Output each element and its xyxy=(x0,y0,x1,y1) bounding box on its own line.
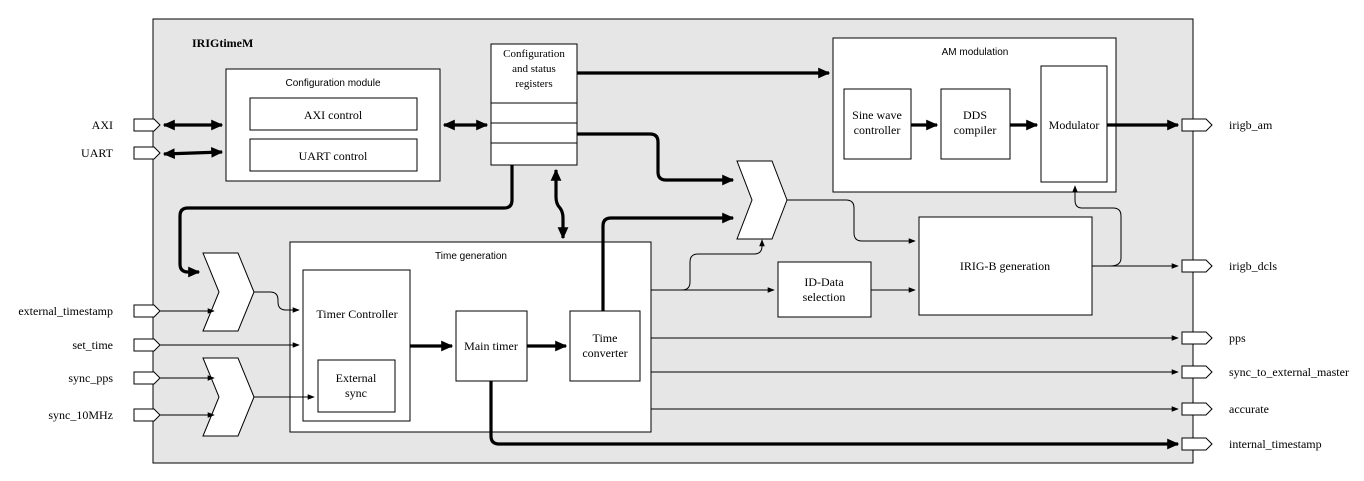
converter-to-mux-link xyxy=(601,212,735,311)
sync-source-mux xyxy=(202,357,255,437)
label-external-timestamp: external_timestamp xyxy=(18,304,113,318)
irigb-generation-label: IRIG-B generation xyxy=(960,259,1050,273)
port-external-timestamp xyxy=(133,304,161,318)
dds-compiler-label-2: compiler xyxy=(954,123,997,137)
config-status-registers-block xyxy=(490,43,578,166)
irigb-generation-to-modulator xyxy=(1072,185,1122,267)
config-status-label-1: Configuration xyxy=(503,48,565,60)
port-sync-to-external-master xyxy=(1181,365,1213,379)
irigb-generation-block xyxy=(918,216,1093,316)
time-converter-label-2: converter xyxy=(582,346,627,360)
label-internal-timestamp: internal_timestamp xyxy=(1229,437,1322,451)
port-irigb-dcls xyxy=(1181,259,1213,273)
label-set-time: set_time xyxy=(72,338,113,352)
time-converter-label-1: Time xyxy=(593,331,618,345)
irigb-source-mux xyxy=(736,160,788,240)
port-uart xyxy=(133,146,161,160)
axi-control-block xyxy=(249,97,418,131)
uart-link xyxy=(162,146,224,160)
external-sync-label-1: External xyxy=(336,371,377,385)
dds-compiler-label-1: DDS xyxy=(963,108,987,122)
label-axi: AXI xyxy=(92,118,113,132)
am-modulation-label: AM modulation xyxy=(942,47,1009,58)
label-accurate: accurate xyxy=(1229,402,1269,416)
main-timer-to-internal-timestamp-link xyxy=(489,381,1180,450)
port-set-time xyxy=(133,338,161,352)
registers-to-timestamp-mux-link xyxy=(178,165,514,278)
external-sync-block xyxy=(317,359,396,413)
port-irigb-am xyxy=(1181,118,1213,132)
configuration-module-label: Configuration module xyxy=(285,78,380,89)
axi-control-label: AXI control xyxy=(304,108,363,122)
port-accurate xyxy=(1181,402,1213,416)
registers-time-generation-link xyxy=(550,168,569,240)
module-title: IRIGtimeM xyxy=(192,36,253,50)
modulator-block xyxy=(1040,65,1108,183)
label-sync-to-external-master: sync_to_external_master xyxy=(1229,365,1349,379)
registers-to-mux-link xyxy=(577,132,735,186)
time-generation-to-irigb-mux xyxy=(681,239,765,291)
label-sync-pps: sync_pps xyxy=(68,371,113,385)
port-axi xyxy=(133,118,161,132)
external-sync-label-2: sync xyxy=(345,386,367,400)
label-irigb-dcls: irigb_dcls xyxy=(1229,259,1277,273)
label-irigb-am: irigb_am xyxy=(1229,118,1273,132)
id-data-label-2: selection xyxy=(803,290,846,304)
uart-control-block xyxy=(249,138,418,172)
label-pps: pps xyxy=(1229,331,1246,345)
id-data-label-1: ID-Data xyxy=(804,275,844,289)
main-timer-label: Main timer xyxy=(464,339,518,353)
timer-controller-label: Timer Controller xyxy=(316,307,397,321)
port-sync-10mhz xyxy=(133,408,161,422)
config-status-label-2: and status xyxy=(512,63,556,75)
main-timer-block xyxy=(455,310,528,382)
dds-compiler-block xyxy=(940,88,1011,160)
sine-wave-label-2: controller xyxy=(854,123,901,137)
label-uart: UART xyxy=(81,146,114,160)
external-timestamp-mux xyxy=(202,252,255,332)
time-converter-block xyxy=(569,310,641,382)
config-status-label-3: registers xyxy=(515,78,552,90)
mux-to-timer-controller xyxy=(254,291,300,313)
sine-wave-controller-block xyxy=(843,88,912,160)
port-internal-timestamp xyxy=(1181,437,1213,451)
modulator-label: Modulator xyxy=(1049,118,1100,132)
label-sync-10mhz: sync_10MHz xyxy=(48,408,113,422)
port-sync-pps xyxy=(133,371,161,385)
irigb-mux-to-irigb-generation xyxy=(787,199,916,244)
id-data-selection-block xyxy=(777,261,872,318)
sine-wave-label-1: Sine wave xyxy=(852,108,902,122)
uart-control-label: UART control xyxy=(299,149,368,163)
port-pps xyxy=(1181,331,1213,345)
time-generation-label: Time generation xyxy=(435,251,507,262)
